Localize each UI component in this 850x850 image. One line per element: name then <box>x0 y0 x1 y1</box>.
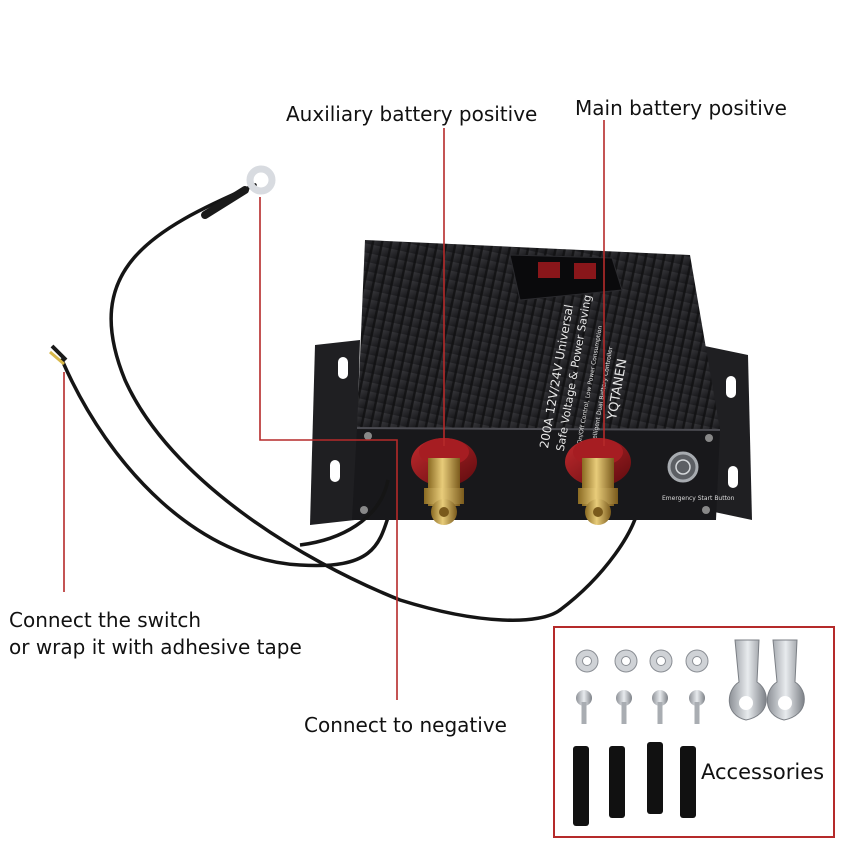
aux-battery-positive-label: Auxiliary battery positive <box>286 102 538 126</box>
negative-leader-line <box>259 197 398 700</box>
main-battery-terminal <box>565 438 631 525</box>
ring-lug-icon <box>201 165 276 219</box>
wrap-tape-label: or wrap it with adhesive tape <box>9 635 302 659</box>
emergency-button-label: Emergency Start Button <box>662 495 735 502</box>
heat-shrink-tube-icon <box>573 742 696 826</box>
washer-icon <box>575 649 709 673</box>
main-battery-positive-label: Main battery positive <box>575 96 787 120</box>
screw-icon <box>576 690 705 724</box>
controller-housing <box>352 240 721 520</box>
accessories-items <box>573 639 805 826</box>
connect-negative-label: Connect to negative <box>304 713 507 737</box>
emergency-start-button: Emergency Start Button <box>662 451 735 502</box>
cable-lug-icon <box>728 639 805 721</box>
aux-battery-terminal <box>411 438 477 525</box>
leader-lines <box>63 120 605 700</box>
negative-wire <box>299 479 390 547</box>
accessories-label: Accessories <box>701 760 825 784</box>
connect-switch-label: Connect the switch <box>9 608 202 632</box>
wire-end <box>49 344 68 366</box>
accessories-box <box>553 626 835 838</box>
